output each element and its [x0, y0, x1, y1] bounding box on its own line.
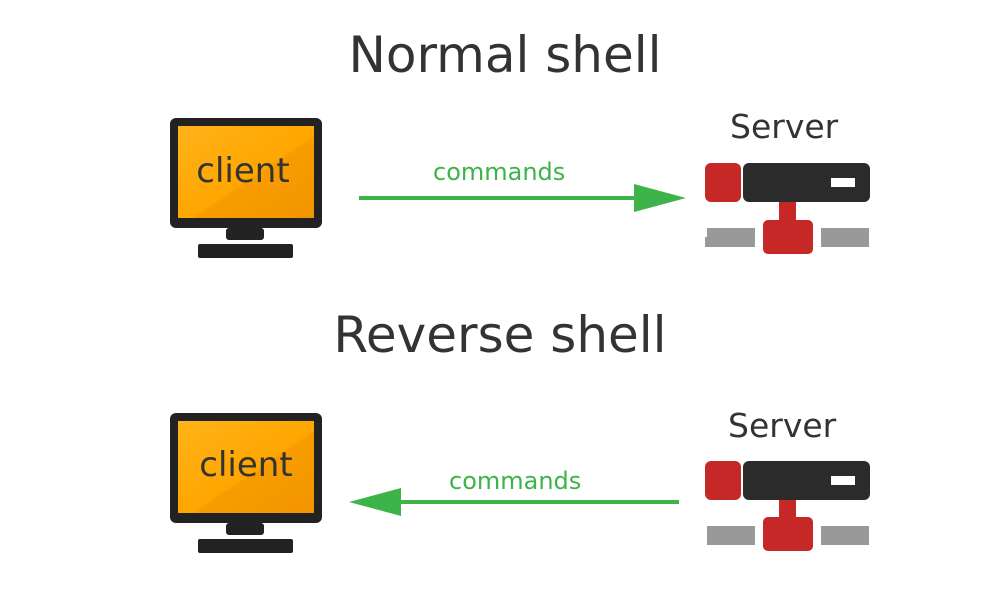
server-label: Server	[728, 406, 837, 445]
commands-arrow-left	[349, 488, 679, 516]
client-label: client	[196, 151, 290, 191]
commands-label: commands	[449, 467, 582, 495]
server-icon	[705, 163, 870, 254]
client-label: client	[199, 445, 293, 485]
commands-arrow-right	[359, 184, 686, 212]
commands-label: commands	[433, 158, 566, 186]
monitor-icon	[170, 413, 322, 553]
monitor-icon	[170, 118, 322, 258]
reverse-shell-title: Reverse shell	[333, 306, 667, 364]
normal-shell-title: Normal shell	[348, 26, 662, 84]
server-icon	[705, 461, 870, 551]
server-label: Server	[730, 107, 839, 146]
